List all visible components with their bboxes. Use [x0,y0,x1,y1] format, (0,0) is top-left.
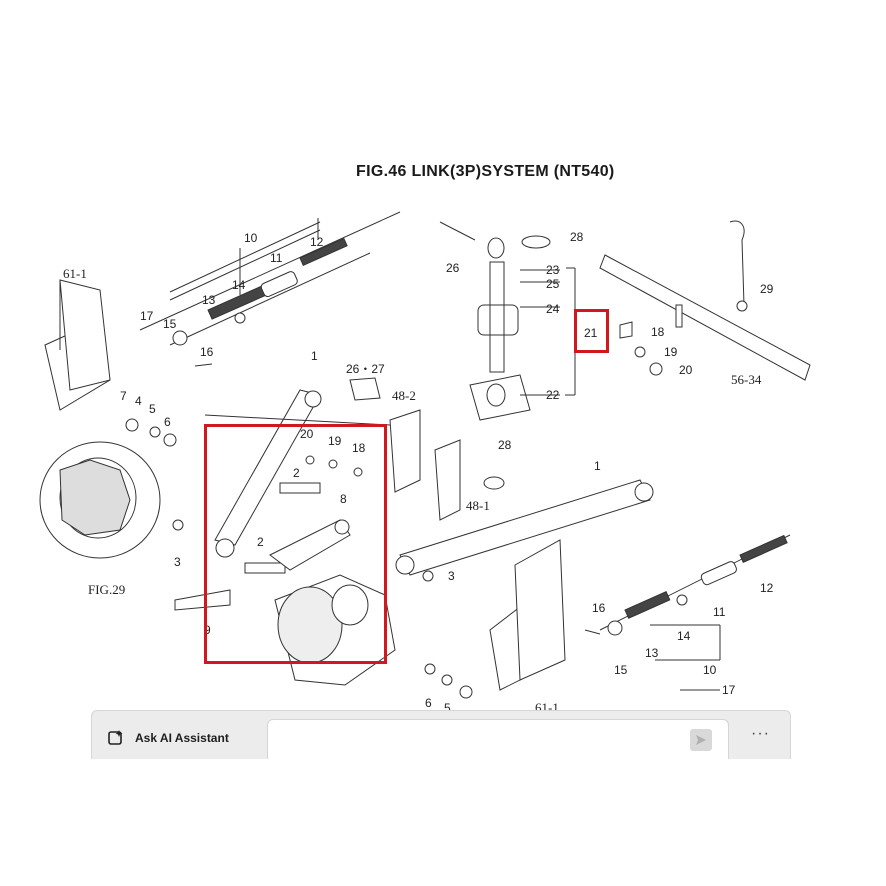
send-arrow-icon [696,735,706,745]
part-label: 14 [677,629,691,643]
part-label: 10 [703,663,717,677]
part-label: 24 [546,302,560,316]
figure-title: FIG.46 LINK(3P)SYSTEM (NT540) [356,163,615,180]
part-label: 26 [446,261,460,275]
part-label: 10 [244,231,258,245]
part-label: 17 [722,683,736,697]
part-label: 22 [546,388,560,402]
part-label: 12 [310,235,324,249]
send-button[interactable] [690,729,712,751]
part-label: 12 [760,581,774,595]
part-label: 19 [664,345,678,359]
part-label: 3 [448,569,455,583]
part-label: 56-34 [731,372,762,387]
part-label: 5 [444,701,451,715]
part-label: 11 [713,605,726,619]
part-label: 2 [293,466,300,480]
part-label: 8 [340,492,347,506]
part-label: 14 [232,278,246,292]
ai-assistant-bar: Ask AI Assistant ··· [91,710,791,759]
part-label: 2 [257,535,264,549]
part-label: 20 [300,427,314,441]
part-label: 48-2 [392,388,416,403]
part-label: 20 [679,363,693,377]
part-label: 61-1 [63,266,87,281]
part-label: 23 [546,263,560,277]
part-label: 6 [425,696,432,710]
highlight-box-lower-link [204,424,387,664]
more-options-button[interactable]: ··· [751,725,770,742]
part-label: 48-1 [466,498,490,513]
part-label: 13 [202,293,216,307]
part-label-highlighted: 21 [584,326,598,340]
part-label: 16 [200,345,214,359]
ai-prompt-input[interactable] [267,719,729,759]
part-label: 6 [164,415,171,429]
part-label: 25 [546,277,560,291]
part-label: 5 [149,402,156,416]
part-label: 13 [645,646,659,660]
part-label: 28 [570,230,584,244]
part-label: 4 [135,394,142,408]
part-label: 1 [594,459,601,473]
part-label: 3 [174,555,181,569]
part-label: 17 [140,309,154,323]
part-label: 18 [651,325,665,339]
part-label: 29 [760,282,774,296]
part-label: 1 [311,349,318,363]
ai-sparkle-icon [108,730,123,745]
highlight-box-part-21 [574,309,609,353]
part-label: 28 [498,438,512,452]
part-label: 11 [270,251,283,265]
part-label: 9 [204,623,211,637]
part-label: 19 [328,434,342,448]
ai-assistant-label[interactable]: Ask AI Assistant [135,731,229,745]
part-label: 15 [163,317,177,331]
fig29-label: FIG.29 [88,582,125,597]
part-label: 7 [120,389,127,403]
part-label: 18 [352,441,366,455]
part-label: 16 [592,601,606,615]
part-label: 26・27 [346,362,385,376]
part-label: 15 [614,663,628,677]
